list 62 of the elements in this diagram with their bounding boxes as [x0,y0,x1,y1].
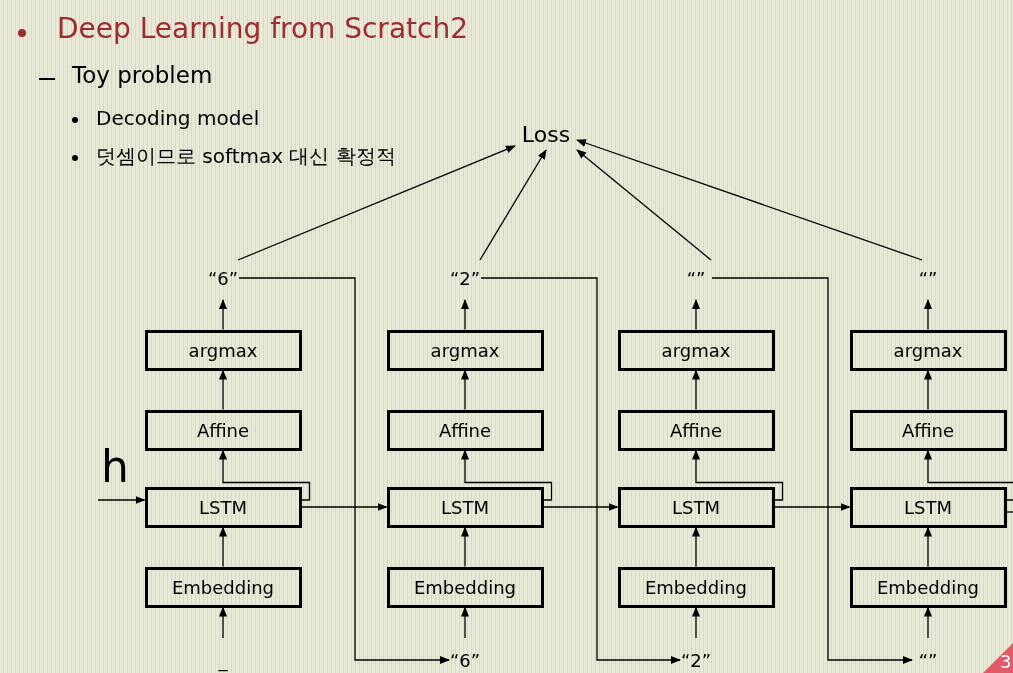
arrow [576,149,712,261]
slide-number: 3 [1000,652,1012,672]
arrow [461,449,553,501]
affine-box: Affine [617,409,775,451]
arrow [692,606,700,639]
arrow [773,503,851,511]
lstm-box: LSTM [144,486,302,528]
arrow [924,526,932,568]
affine-box: Affine [144,409,302,451]
subheading: Toy problem [72,63,213,89]
bullet-text: 덧셈이므로 softmax 대신 확정적 [96,145,396,167]
embedding-box: Embedding [849,566,1007,608]
arrow [924,606,932,639]
output-text: “” [680,266,712,290]
input-text: _ [207,648,239,672]
arrow [924,369,932,411]
argmax-box: argmax [386,329,544,371]
arrow [576,139,923,261]
lstm-box: LSTM [617,486,775,528]
affine-box: Affine [386,409,544,451]
embedding-box: Embedding [617,566,775,608]
hidden-state-label: h [101,443,129,492]
affine-box: Affine [849,409,1007,451]
arrow [924,299,932,331]
arrow [692,449,784,501]
arrow [692,369,700,411]
arrow [219,449,311,501]
input-text: “6” [449,648,481,672]
arrow [924,449,1013,501]
arrow [461,526,469,568]
argmax-box: argmax [849,329,1007,371]
arrow [219,369,227,411]
arrow [692,526,700,568]
arrow [461,369,469,411]
embedding-box: Embedding [144,566,302,608]
arrow [237,145,516,261]
argmax-box: argmax [617,329,775,371]
lstm-box: LSTM [849,486,1007,528]
arrow [97,496,146,504]
output-text: “6” [207,266,239,290]
embedding-box: Embedding [386,566,544,608]
arrow [238,277,450,664]
output-text: “2” [449,266,481,290]
input-text: “2” [680,648,712,672]
loss-text: Loss [515,118,577,150]
output-text: “” [912,266,944,290]
arrow [219,299,227,331]
arrow [479,149,547,261]
bullet-text: Decoding model [96,107,260,129]
arrow [461,606,469,639]
heading: Deep Learning from Scratch2 [57,14,468,45]
arrow [219,526,227,568]
arrow [480,277,681,664]
arrow [219,606,227,639]
argmax-box: argmax [144,329,302,371]
arrow [692,299,700,331]
lstm-box: LSTM [386,486,544,528]
arrow [461,299,469,331]
input-text: “” [912,648,944,672]
arrow [542,503,619,511]
arrow [300,503,388,511]
arrow [711,277,913,664]
